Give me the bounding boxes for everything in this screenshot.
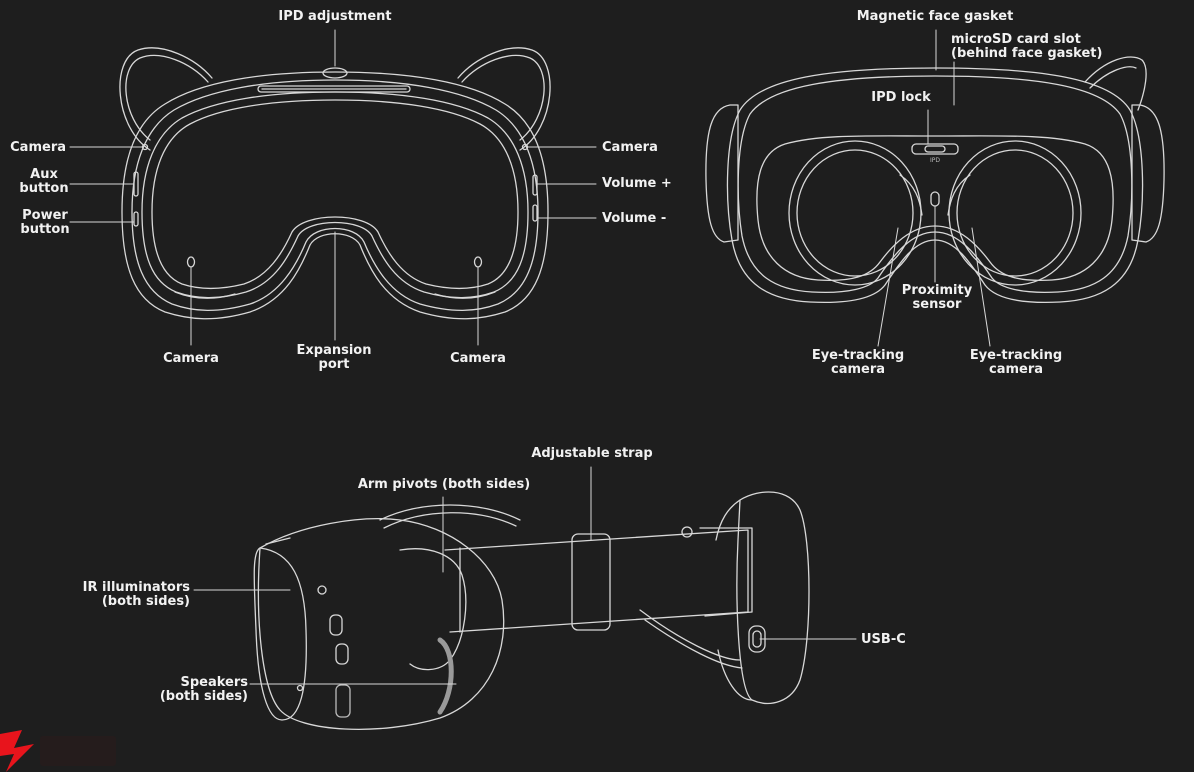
label-ipd-adjustment: IPD adjustment (278, 9, 392, 24)
label-camera-bottom-right: Camera (450, 351, 506, 366)
label-eye-tracking-left: Eye-tracking camera (811, 348, 905, 377)
label-camera-right: Camera (602, 140, 658, 155)
label-arm-pivots: Arm pivots (both sides) (357, 477, 531, 492)
label-magnetic-face-gasket: Magnetic face gasket (856, 9, 1014, 24)
label-proximity-sensor: Proximity sensor (901, 283, 973, 312)
label-eye-tracking-right: Eye-tracking camera (969, 348, 1063, 377)
label-aux-button: Aux button (19, 167, 69, 196)
lightning-bolt-icon (0, 730, 116, 772)
label-volume-down: Volume - (602, 211, 667, 226)
label-ipd-lock: IPD lock (871, 90, 931, 105)
label-volume-up: Volume + (602, 176, 672, 191)
label-expansion-port: Expansion port (296, 343, 372, 372)
front-leader-lines (69, 29, 597, 346)
label-power-button: Power button (20, 208, 70, 237)
back-leader-lines (877, 29, 991, 347)
side-view-headset (253, 491, 810, 730)
label-adjustable-strap: Adjustable strap (531, 446, 653, 461)
ipd-engraving: IPD (930, 157, 940, 164)
label-camera-left: Camera (10, 140, 66, 155)
label-speakers: Speakers (both sides) (159, 675, 248, 704)
label-camera-bottom-left: Camera (163, 351, 219, 366)
label-microsd-slot: microSD card slot (behind face gasket) (951, 32, 1103, 61)
side-leader-lines (193, 466, 857, 685)
label-usb-c: USB-C (861, 632, 906, 647)
label-ir-illuminators: IR illuminators (both sides) (82, 580, 190, 609)
